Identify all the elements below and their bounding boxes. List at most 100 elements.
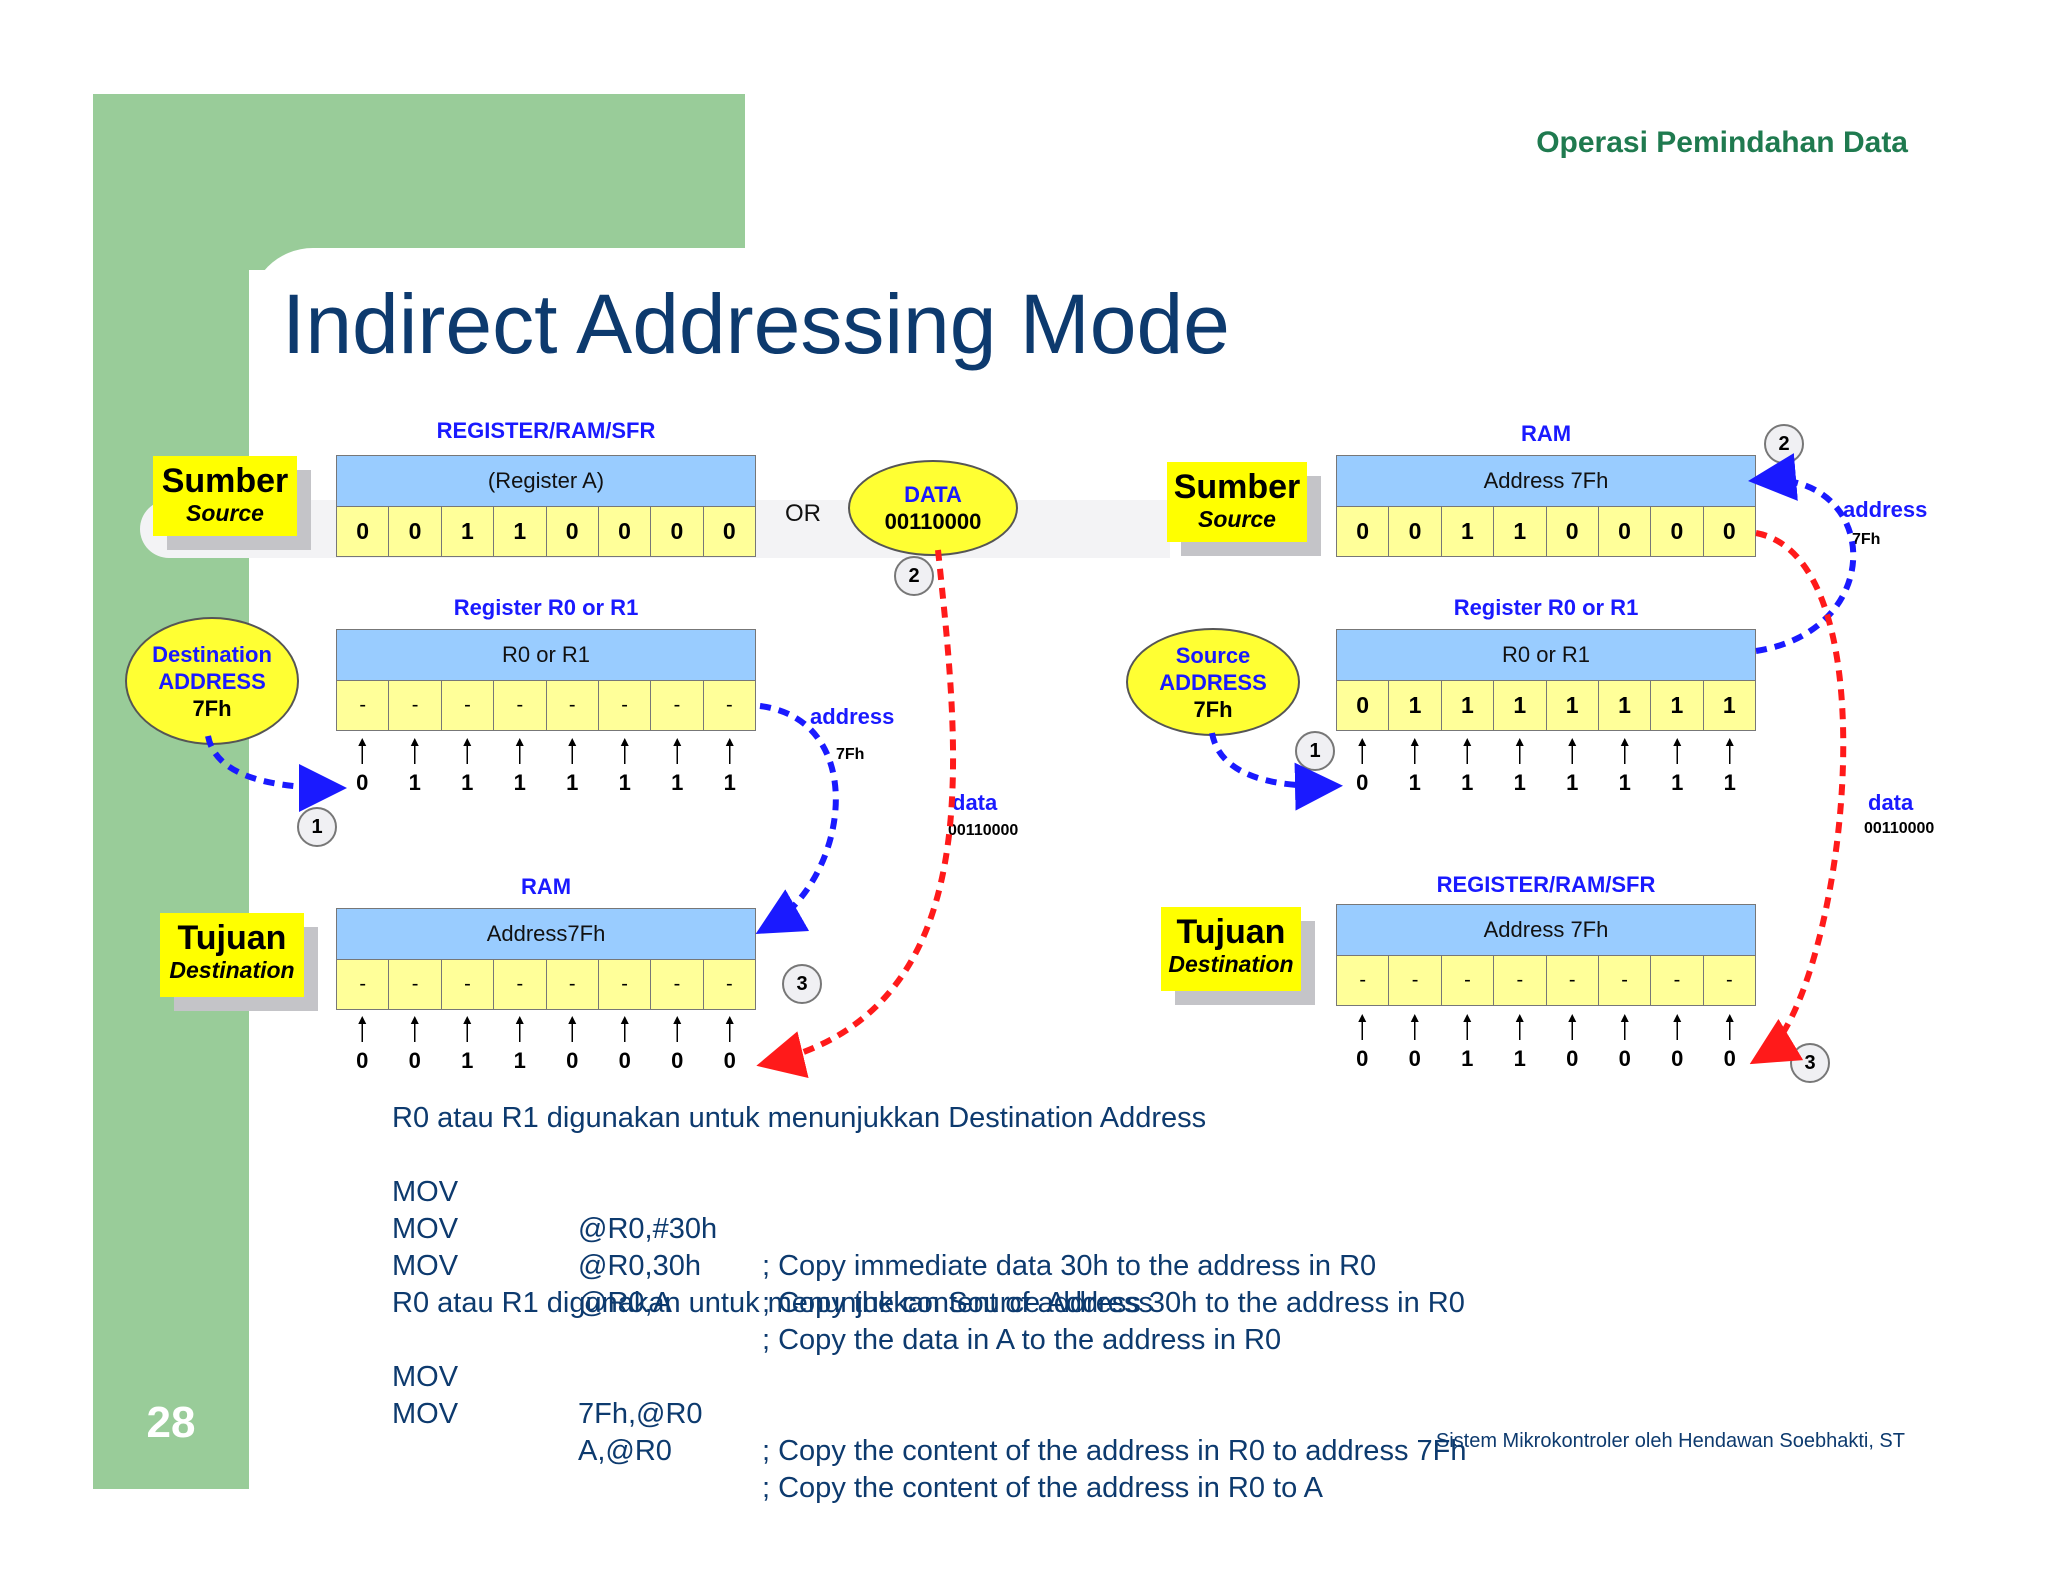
bit-cell: - xyxy=(440,960,495,1010)
input-bit: 1 xyxy=(461,1048,474,1073)
input-bit: 0 xyxy=(723,1048,736,1073)
tick-arrow-head xyxy=(673,738,682,746)
tick-arrow-head xyxy=(1410,1014,1419,1022)
right-data-arrow xyxy=(1749,530,1847,1065)
input-bit: 1 xyxy=(1513,770,1526,795)
right-data-value: 00110000 xyxy=(1864,820,1935,837)
input-bit: 0 xyxy=(1618,1046,1631,1071)
register-cells: 0 0 1 1 0 0 0 0 xyxy=(336,507,756,557)
bit-cell: 0 xyxy=(1650,507,1704,557)
input-bit: 0 xyxy=(1356,1046,1369,1071)
tick-arrow-head xyxy=(1568,1014,1577,1022)
input-bit: 0 xyxy=(1671,1046,1684,1071)
bit-cell: - xyxy=(597,960,652,1010)
tick-arrow-head xyxy=(620,1016,629,1024)
instruction-line: MOV A,@R0 ; Copy the content of the addr… xyxy=(392,1359,1323,1504)
instruction-comment: ; Copy the content of address 30h to the… xyxy=(762,1287,1465,1319)
right-dest-input-bits: 0 0 1 1 0 0 0 0 xyxy=(1336,1046,1756,1072)
instruction-comment: ; Copy the content of the address in R0 … xyxy=(762,1435,1467,1467)
left-pointer-register: R0 or R1 - - - - - - - - xyxy=(336,629,756,731)
instruction-line: MOV @R0,30h ; Copy the content of addres… xyxy=(392,1174,1465,1319)
input-bit: 1 xyxy=(1671,770,1684,795)
tick-arrow-head xyxy=(1515,738,1524,746)
left-address-value: 7Fh xyxy=(836,746,865,763)
input-bit: 0 xyxy=(1356,770,1369,795)
tick-arrow-head xyxy=(1358,1014,1367,1022)
bit-cell: - xyxy=(1493,956,1547,1006)
left-data-arrow xyxy=(756,549,957,1078)
input-bit: 1 xyxy=(723,770,736,795)
tick-arrow-head xyxy=(1463,1014,1472,1022)
input-bit: 0 xyxy=(1723,1046,1736,1071)
instruction-args: A,@R0 xyxy=(578,1435,672,1467)
input-bit: 1 xyxy=(1461,770,1474,795)
left-source-label-small: Source xyxy=(186,500,264,526)
assembly-notes: R0 atau R1 digunakan untuk menunjukkan D… xyxy=(392,1100,1466,1504)
bit-cell: 1 xyxy=(1440,507,1495,557)
bit-cell: - xyxy=(1545,956,1599,1006)
left-step-1-badge: 1 xyxy=(297,807,337,847)
register-cells: 0 1 1 1 1 1 1 1 xyxy=(1336,681,1756,731)
slide-title: Indirect Addressing Mode xyxy=(282,277,1230,371)
input-bit: 1 xyxy=(1618,770,1631,795)
right-source-label-big: Sumber xyxy=(1173,468,1301,506)
bit-cell: 1 xyxy=(1388,681,1442,731)
tick-arrow-head xyxy=(1620,1014,1629,1022)
tick-arrow-head xyxy=(463,738,472,746)
input-bit: 1 xyxy=(1723,770,1736,795)
tick-arrow-head xyxy=(358,738,367,746)
input-bit: 1 xyxy=(513,770,526,795)
bit-cell: - xyxy=(493,681,547,731)
bit-cell: - xyxy=(1388,956,1442,1006)
page-number: 28 xyxy=(146,1398,196,1447)
left-dest-label-small: Destination xyxy=(169,957,295,983)
ellipse-line3: 7Fh xyxy=(192,695,232,721)
data-ellipse-value: 00110000 xyxy=(884,509,982,534)
tick-arrow-head xyxy=(568,1016,577,1024)
bit-cell: - xyxy=(1650,956,1704,1006)
right-dest-register: Address 7Fh - - - - - - - - xyxy=(1336,904,1756,1006)
data-ellipse: DATA 00110000 xyxy=(848,460,1018,556)
bit-cell: - xyxy=(702,681,756,731)
bit-cell: 0 xyxy=(388,507,442,557)
tick-arrow-head xyxy=(463,1016,472,1024)
tick-arrow-head xyxy=(1673,1014,1682,1022)
tick-arrow-head xyxy=(1620,738,1629,746)
instruction-op: MOV xyxy=(392,1361,459,1393)
input-bit: 0 xyxy=(356,1048,369,1073)
left-address-label: address xyxy=(810,704,895,729)
left-dest-caption: RAM xyxy=(520,874,572,899)
ellipse-line2: ADDRESS xyxy=(1159,669,1267,695)
left-address-arrow-2 xyxy=(755,703,839,934)
bit-cell: - xyxy=(597,681,652,731)
left-address-arrow-1 xyxy=(205,735,347,812)
input-bit: 0 xyxy=(566,1048,579,1073)
tick-arrow-head xyxy=(1463,738,1472,746)
tick-arrow-head xyxy=(673,1016,682,1024)
bit-cell: 0 xyxy=(336,507,390,557)
left-source-register: (Register A) 0 0 1 1 0 0 0 0 xyxy=(336,455,756,557)
left-step-3-badge: 3 xyxy=(782,964,822,1004)
bit-cell: 1 xyxy=(1702,681,1756,731)
src-heading: R0 atau R1 digunakan untuk menunjukkan S… xyxy=(392,1287,1153,1319)
register-cells: - - - - - - - - xyxy=(336,960,756,1010)
input-bit: 0 xyxy=(1566,1046,1579,1071)
left-dest-register: Address7Fh - - - - - - - - xyxy=(336,908,756,1010)
bit-cell: - xyxy=(388,960,442,1010)
bit-cell: 0 xyxy=(1702,507,1756,557)
bit-cell: - xyxy=(1440,956,1495,1006)
input-bit: 1 xyxy=(1513,1046,1526,1071)
register-header: (Register A) xyxy=(336,455,756,507)
left-source-label: Sumber Source xyxy=(153,456,297,536)
data-ellipse-title: DATA xyxy=(904,482,962,507)
right-source-caption: RAM xyxy=(1520,421,1572,446)
right-address-label: address xyxy=(1843,497,1928,522)
instruction-comment: ; Copy the content of the address in R0 … xyxy=(762,1472,1324,1504)
right-pointer-register: R0 or R1 0 1 1 1 1 1 1 1 xyxy=(1336,629,1756,731)
left-source-caption: REGISTER/RAM/SFR xyxy=(436,418,656,443)
footer-credit: Sistem Mikrokontroler oleh Hendawan Soeb… xyxy=(1435,1430,1905,1452)
left-source-label-big: Sumber xyxy=(161,462,289,500)
dest-heading: R0 atau R1 digunakan untuk menunjukkan D… xyxy=(392,1102,1207,1134)
source-address-ellipse: Source ADDRESS 7Fh xyxy=(1126,628,1300,736)
tick-arrow-head xyxy=(1568,738,1577,746)
